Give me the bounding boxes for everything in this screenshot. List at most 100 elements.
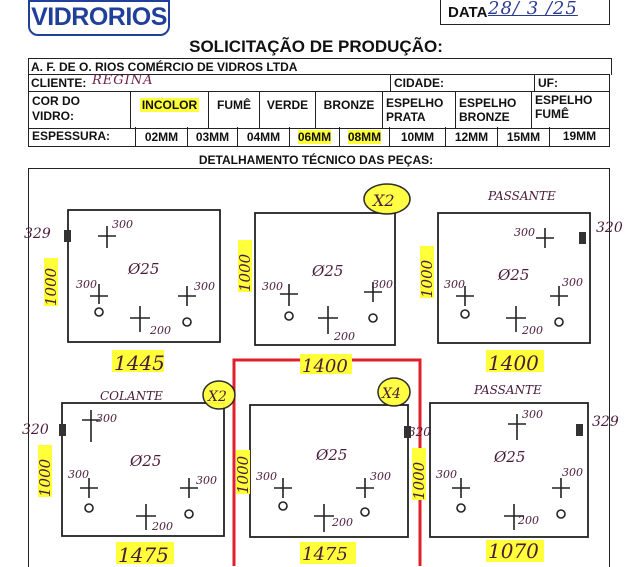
p4-m3: 300 [196,474,217,487]
p4-m4: 200 [151,520,173,533]
p4-hole: Ø25 [129,452,161,470]
uf-label: UF: [538,76,558,90]
p1-width: 1445 [114,351,165,375]
hinge-marker-6 [576,424,583,436]
p1-m2: 300 [76,278,97,291]
width-highlight-4 [116,542,174,564]
p5-hole: Ø25 [315,446,347,464]
thickness-15mm[interactable]: 15MM [497,127,549,146]
p1-m1: 300 [112,218,133,231]
thickness-10mm[interactable]: 10MM [389,127,445,146]
p1-hole: Ø25 [127,260,159,278]
width-highlight-6 [486,540,544,562]
p3-note: PASSANTE [487,189,556,203]
technical-detail-title: DETALHAMENTO TÉCNICO DAS PEÇAS: [198,153,434,167]
p3-hole: Ø25 [497,266,529,284]
city-cell: CIDADE: [390,75,518,91]
qty-circle-4 [202,380,236,410]
thickness-08mm[interactable]: 08MM [339,127,389,146]
thickness-03mm[interactable]: 03MM [187,127,237,146]
thickness-02mm[interactable]: 02MM [135,127,187,146]
thickness-12mm[interactable]: 12MM [445,127,497,146]
p5-m4: 200 [331,516,353,529]
p2-m4: 200 [333,330,355,343]
p3-m4: 200 [521,324,543,337]
thickness-04mm[interactable]: 04MM [237,127,289,146]
p6-m2: 300 [436,468,457,481]
date-box [440,0,610,25]
color-option-incolor[interactable]: INCOLOR [130,92,208,128]
p6-m1: 300 [522,408,543,421]
p5-m3: 300 [370,470,391,483]
p4-m1: 300 [96,412,117,425]
hinge-marker-5 [404,426,411,438]
p4-side: 320 [22,422,49,438]
date-label: DATA [448,4,488,21]
color-option-fume[interactable]: FUMÊ [208,92,259,128]
qty-circle-5 [377,377,411,407]
p4-note: COLANTE [100,389,163,403]
p2-width: 1400 [302,356,348,377]
height-highlight-1 [44,258,58,306]
form-title: SOLICITAÇÃO DE PRODUÇÃO: [189,37,443,56]
height-highlight-6 [412,448,426,500]
thickness-row: ESPESSURA: 02MM 03MM 04MM 06MM 08MM 10MM… [28,127,610,147]
p4-width: 1475 [118,543,169,566]
p6-width: 1070 [488,539,539,563]
p1-side: 329 [24,226,51,242]
p6-m3: 300 [562,466,583,479]
p3-width: 1400 [488,351,539,375]
p6-side: 329 [592,414,619,430]
p6-m4: 200 [517,514,539,527]
width-highlight-2 [300,354,352,374]
height-highlight-2 [238,240,252,292]
client-value: REGINA [92,73,154,88]
hinge-marker-3 [579,232,586,244]
p2-m3: 300 [372,278,393,291]
width-highlight-5 [300,542,356,564]
p3-height: 1000 [418,259,436,298]
p5-m2: 300 [256,470,277,483]
qty-circle-2 [363,183,411,215]
thickness-06mm[interactable]: 06MM [289,127,339,146]
vidrorios-logo: VIDRORIOS [28,0,170,36]
date-value: 28/ 3 /25 [488,0,578,19]
p3-m3: 300 [562,276,583,289]
company-row: A. F. DE O. RIOS COMÉRCIO DE VIDROS LTDA [28,58,612,75]
thickness-19mm[interactable]: 19MM [549,127,609,146]
p3-m2: 300 [444,278,465,291]
p4-height: 1000 [36,458,54,497]
width-highlight-3 [486,350,544,372]
piece-frame-4 [61,402,225,537]
piece-frame-6 [429,402,589,538]
company-name: A. F. DE O. RIOS COMÉRCIO DE VIDROS LTDA [31,60,298,74]
drawing-area [28,168,610,567]
p5-qty: X4 [381,386,401,402]
piece-frame-3 [437,212,591,344]
color-option-verde[interactable]: VERDE [259,92,315,128]
p6-hole: Ø25 [493,448,525,466]
hinge-marker-1 [64,230,71,242]
p4-m2: 300 [68,468,89,481]
p6-note: PASSANTE [473,383,542,397]
piece-frame-2 [254,212,396,346]
color-option-bronze[interactable]: BRONZE [315,92,382,128]
p1-m4: 200 [149,324,171,337]
p5-height: 1000 [234,455,252,494]
p1-height: 1000 [42,267,60,306]
p3-m1: 300 [514,226,535,239]
p6-height: 1000 [410,461,428,500]
uf-cell: UF: [534,75,609,91]
p3-side: 320 [596,220,623,236]
p5-side: 320 [408,425,431,439]
p2-m2: 300 [262,280,283,293]
hinge-marker-4 [59,424,66,436]
city-label: CIDADE: [394,76,444,90]
height-highlight-3 [420,246,434,298]
height-highlight-4 [38,445,52,497]
